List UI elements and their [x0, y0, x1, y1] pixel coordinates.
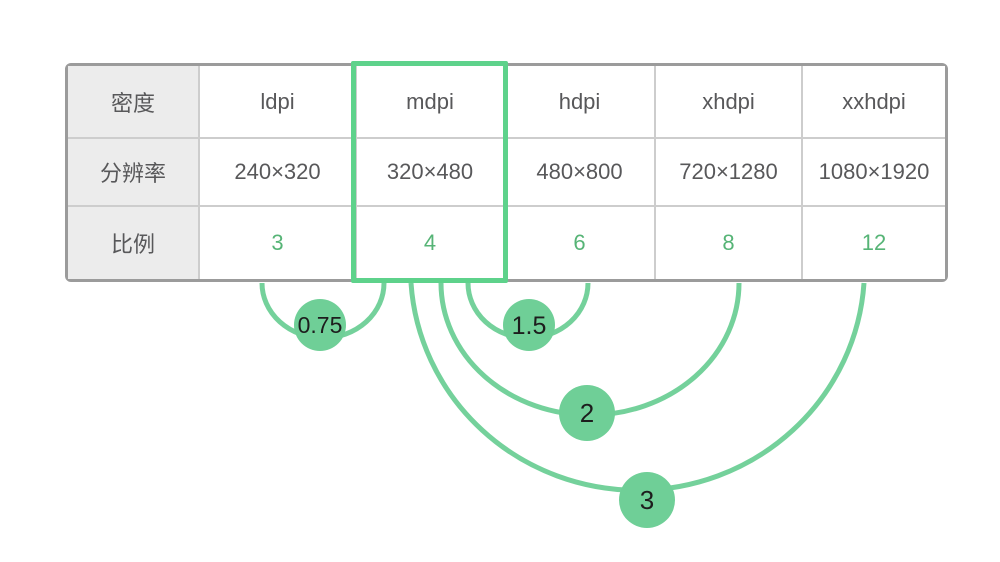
col-header-hdpi: hdpi — [505, 66, 656, 139]
resolution-mdpi: 320×480 — [357, 139, 505, 207]
resolution-xxhdpi: 1080×1920 — [803, 139, 945, 207]
ratio-ldpi: 3 — [200, 207, 357, 279]
col-header-xxhdpi: xxhdpi — [803, 66, 945, 139]
col-header-ldpi: ldpi — [200, 66, 357, 139]
ratio-xhdpi: 8 — [656, 207, 803, 279]
ratio-mdpi: 4 — [357, 207, 505, 279]
col-header-xhdpi: xhdpi — [656, 66, 803, 139]
scale-label-2: 2 — [580, 398, 594, 428]
row-header-ratio: 比例 — [68, 207, 200, 279]
col-header-mdpi: mdpi — [357, 66, 505, 139]
resolution-xhdpi: 720×1280 — [656, 139, 803, 207]
scale-bubble-1-5 — [503, 299, 555, 351]
scale-label-0-75: 0.75 — [298, 312, 343, 338]
scale-label-1-5: 1.5 — [512, 312, 547, 340]
scale-bubble-2 — [559, 385, 615, 441]
scale-bubble-0-75 — [294, 299, 346, 351]
arc-mdpi-to-xhdpi — [438, 282, 742, 418]
resolution-hdpi: 480×800 — [505, 139, 656, 207]
scale-label-3: 3 — [640, 485, 654, 515]
arc-mdpi-to-hdpi — [465, 282, 591, 341]
row-header-density: 密度 — [68, 66, 200, 139]
scale-bubble-3 — [619, 472, 675, 528]
ratio-hdpi: 6 — [505, 207, 656, 279]
density-table: 密度 ldpi mdpi hdpi xhdpi xxhdpi 分辨率 240×3… — [65, 63, 948, 282]
arc-mdpi-to-xxhdpi — [408, 282, 867, 493]
resolution-ldpi: 240×320 — [200, 139, 357, 207]
row-header-resolution: 分辨率 — [68, 139, 200, 207]
ratio-xxhdpi: 12 — [803, 207, 945, 279]
arc-ldpi-to-mdpi — [259, 282, 387, 341]
